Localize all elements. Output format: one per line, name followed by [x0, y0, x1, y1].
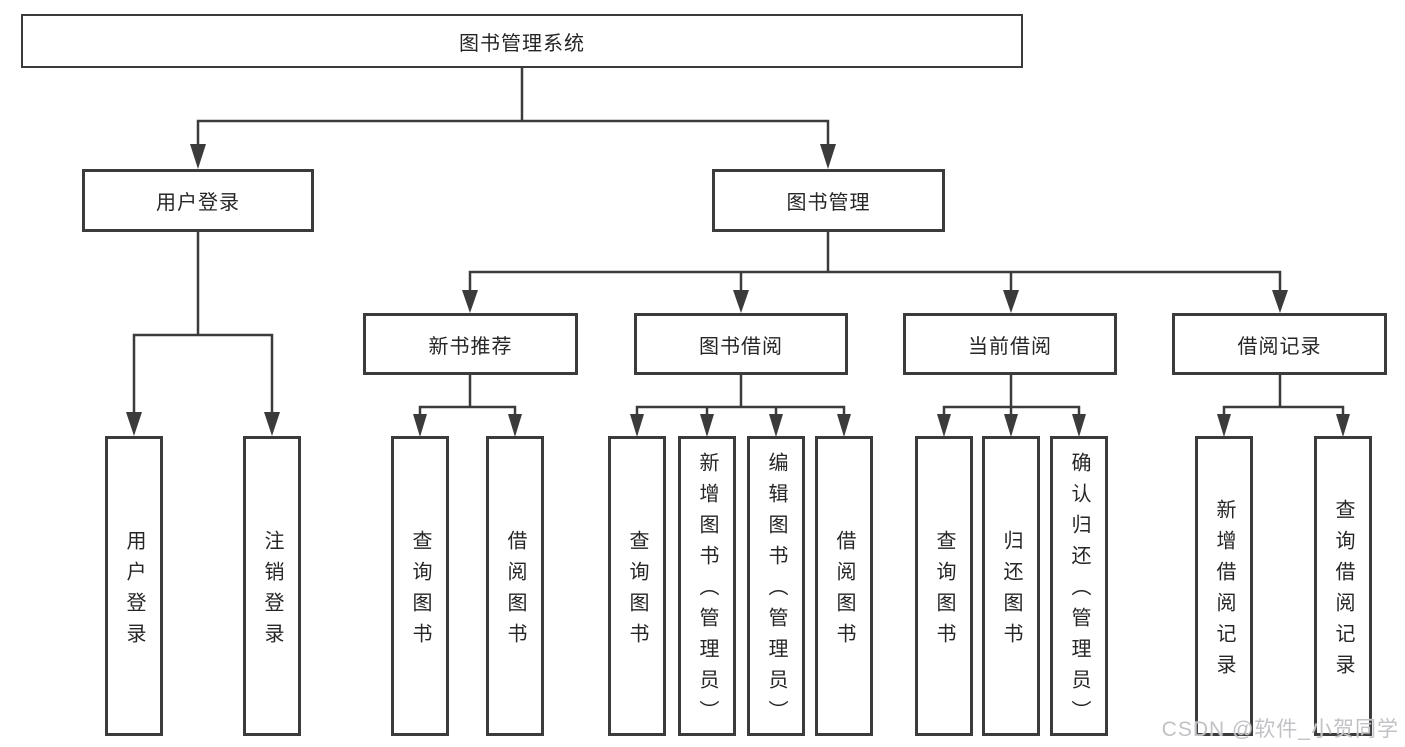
arrow-down-icon	[264, 412, 280, 436]
node-root: 图书管理系统	[21, 14, 1023, 68]
node-borrow-records-label: 借阅记录	[1237, 335, 1322, 358]
leaf-user-login-label: 用户登录	[123, 529, 145, 654]
arrow-down-icon	[837, 414, 851, 437]
leaf-confirm-return-admin-label: 确认归还（管理员）	[1068, 452, 1090, 731]
arrow-down-icon	[630, 414, 644, 437]
leaf-query-borrow-record-label: 查询借阅记录	[1332, 498, 1354, 685]
connector-group-bookborrow	[635, 373, 846, 415]
arrow-down-icon	[937, 414, 951, 437]
arrow-down-icon	[1272, 290, 1288, 313]
arrow-down-icon	[126, 412, 142, 436]
connector-login-rail	[132, 333, 274, 413]
connector-group-currentborrow	[942, 373, 1081, 415]
leaf-return-book: 归还图书	[982, 436, 1040, 736]
leaf-logout: 注销登录	[243, 436, 301, 736]
connector-level2-rail	[196, 119, 830, 145]
leaf-user-login: 用户登录	[105, 436, 163, 736]
arrowheads	[126, 144, 1350, 437]
leaf-query-books-current-label: 查询图书	[933, 529, 955, 654]
leaf-confirm-return-admin: 确认归还（管理员）	[1050, 436, 1108, 736]
leaf-borrow-books-recommend-label: 借阅图书	[504, 529, 526, 654]
node-borrow-records: 借阅记录	[1172, 313, 1387, 375]
leaf-add-book-admin-label: 新增图书（管理员）	[696, 452, 718, 731]
arrow-down-icon	[1336, 414, 1350, 437]
arrow-down-icon	[1003, 290, 1019, 313]
node-user-login: 用户登录	[82, 169, 314, 232]
node-user-login-label: 用户登录	[156, 192, 240, 214]
leaf-edit-book-admin: 编辑图书（管理员）	[747, 436, 805, 736]
arrow-down-icon	[700, 414, 714, 437]
arrow-down-icon	[733, 290, 749, 313]
arrow-down-icon	[769, 414, 783, 437]
arrow-down-icon	[462, 290, 478, 313]
arrow-down-icon	[1217, 414, 1231, 437]
arrow-down-icon	[1004, 414, 1018, 437]
arrow-down-icon	[508, 414, 522, 437]
node-book-borrow: 图书借阅	[634, 313, 848, 375]
leaf-query-books-borrow: 查询图书	[608, 436, 666, 736]
leaf-add-borrow-record: 新增借阅记录	[1195, 436, 1253, 736]
leaf-add-book-admin: 新增图书（管理员）	[678, 436, 736, 736]
connector-group-records	[1222, 373, 1345, 415]
arrow-down-icon	[1072, 414, 1086, 437]
arrow-down-icon	[190, 144, 206, 169]
leaf-borrow-books-recommend: 借阅图书	[486, 436, 544, 736]
connector-level3-rail	[468, 270, 1282, 291]
node-new-book-recommend-label: 新书推荐	[428, 335, 513, 358]
node-book-management-label: 图书管理	[786, 192, 871, 214]
node-current-borrow-label: 当前借阅	[968, 335, 1052, 358]
leaf-add-borrow-record-label: 新增借阅记录	[1213, 498, 1235, 685]
leaf-query-books-current: 查询图书	[915, 436, 973, 736]
leaf-borrow-books-label: 借阅图书	[833, 529, 855, 654]
leaf-query-books-recommend-label: 查询图书	[409, 529, 431, 654]
arrow-down-icon	[820, 144, 836, 169]
node-book-borrow-label: 图书借阅	[699, 335, 783, 358]
node-root-label: 图书管理系统	[459, 32, 585, 55]
arrow-down-icon	[413, 414, 427, 437]
leaf-query-books-borrow-label: 查询图书	[626, 529, 648, 654]
leaf-logout-label: 注销登录	[261, 529, 283, 654]
node-book-management: 图书管理	[712, 169, 945, 232]
leaf-borrow-books: 借阅图书	[815, 436, 873, 736]
connector-group-newbook	[418, 373, 517, 415]
leaf-return-book-label: 归还图书	[1000, 529, 1022, 654]
node-new-book-recommend: 新书推荐	[363, 313, 578, 375]
leaf-query-books-recommend: 查询图书	[391, 436, 449, 736]
leaf-edit-book-admin-label: 编辑图书（管理员）	[765, 452, 787, 731]
node-current-borrow: 当前借阅	[903, 313, 1117, 375]
leaf-query-borrow-record: 查询借阅记录	[1314, 436, 1372, 736]
